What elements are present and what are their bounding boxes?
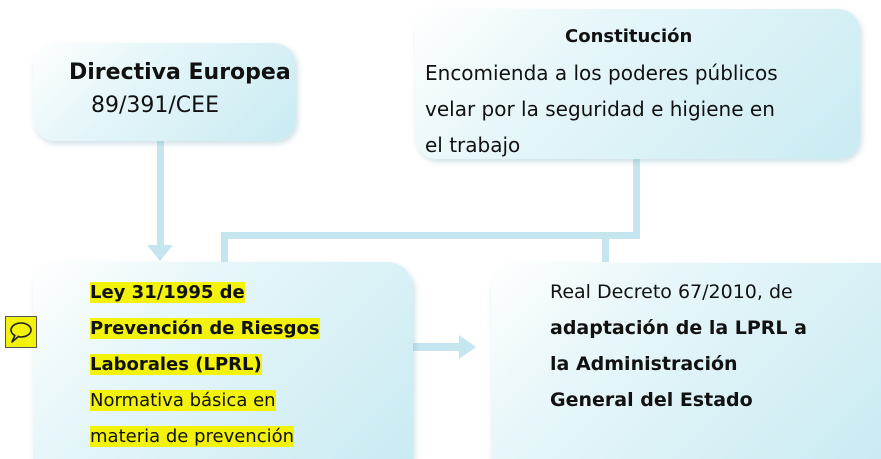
rd-bold-line-3: General del Estado [550, 389, 753, 411]
connector-directiva-down [157, 141, 164, 249]
constitucion-line-1: Encomienda a los poderes públicos [425, 61, 778, 85]
ley-normal-line-1: Normativa básica en [90, 390, 276, 411]
directiva-box: Directiva Europea 89/391/CEE [33, 43, 296, 141]
ley-bold-line-2: Prevención de Riesgos [90, 318, 320, 339]
connector-horizontal-top [221, 232, 640, 239]
ley-normal-line-1-text: Normativa básica en [90, 390, 276, 411]
connector-constitucion-down [633, 158, 640, 238]
constitucion-line-3: el trabajo [425, 133, 521, 157]
directiva-code: 89/391/CEE [91, 93, 219, 118]
connector-right-down [602, 232, 609, 262]
directiva-title: Directiva Europea [69, 60, 291, 85]
ley-bold-line-1-text: Ley 31/1995 de [90, 282, 245, 303]
constitucion-line-2: velar por la seguridad e higiene en [425, 97, 775, 121]
constitucion-title: Constitución [565, 26, 693, 47]
arrow-head-down [147, 245, 173, 261]
ley-normal-line-2-text: materia de prevención [90, 426, 295, 447]
ley-bold-line-1: Ley 31/1995 de [90, 282, 245, 303]
rd-bold-line-1: adaptación de la LPRL a [550, 317, 807, 339]
rd-first-line: Real Decreto 67/2010, de [550, 281, 793, 303]
ley-normal-line-2: materia de prevención [90, 426, 295, 447]
connector-left-down [221, 232, 228, 264]
arrow-head-right [459, 335, 476, 359]
ley-bold-line-3: Laborales (LPRL) [90, 354, 262, 375]
rd-bold-line-2: la Administración [550, 353, 738, 375]
ley-bold-line-2-text: Prevención de Riesgos [90, 318, 320, 339]
constitucion-box: Constitución Encomienda a los poderes pú… [415, 9, 860, 159]
ley-box: Ley 31/1995 de Prevención de Riesgos Lab… [33, 262, 413, 459]
real-decreto-box: Real Decreto 67/2010, de adaptación de l… [491, 263, 881, 459]
connector-ley-to-rd [413, 343, 463, 351]
ley-bold-line-3-text: Laborales (LPRL) [90, 354, 262, 375]
speech-bubble-icon[interactable] [5, 316, 37, 348]
